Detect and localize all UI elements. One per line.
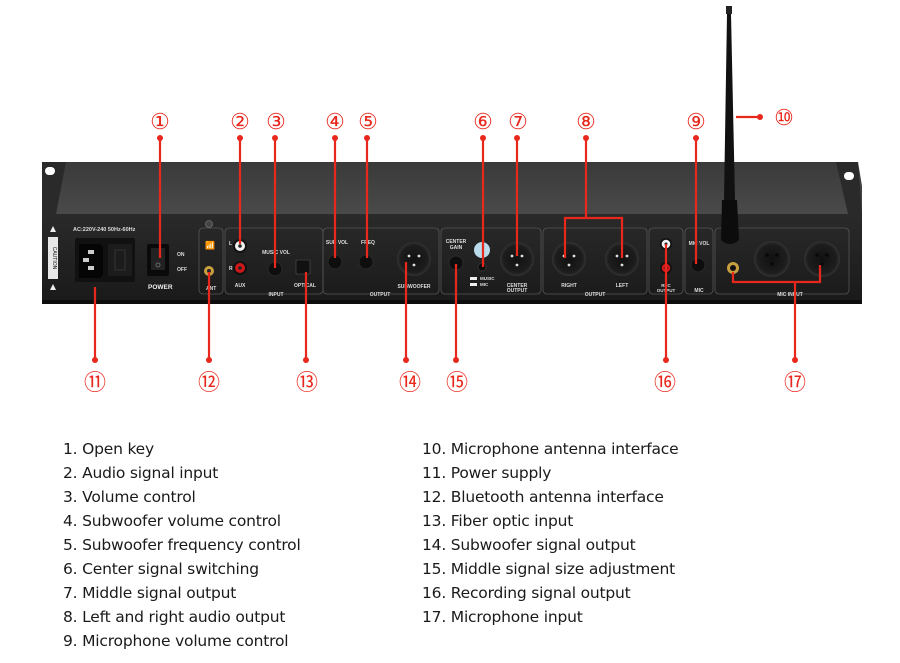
callout-6: ⑥ — [473, 109, 493, 134]
sub-vol-label: SUB VOL — [326, 240, 348, 246]
callout-7: ⑦ — [508, 109, 528, 134]
mic1-xlr — [754, 241, 790, 277]
device-diagram: CAUTION AC:220V-240 50Hz-60Hz ON OFF POW… — [42, 6, 862, 395]
subwoofer-xlr — [397, 242, 431, 276]
mic-label: MIC — [694, 288, 704, 294]
legend-item: 8. Left and right audio output — [63, 608, 286, 626]
callout-10: ⑩ — [774, 105, 794, 130]
mic-vol-section: MIC VOL MIC — [684, 227, 714, 295]
lr-output-section: RIGHT LEFT OUTPUT — [542, 227, 648, 298]
legend-item: 15. Middle signal size adjustment — [422, 560, 676, 578]
callout-17: ⑰ — [784, 370, 806, 395]
rack-ear-hole-right — [844, 172, 854, 180]
legend-item: 16. Recording signal output — [422, 584, 631, 602]
bluetooth-antenna-icon: 📶 — [205, 240, 215, 250]
right-label: RIGHT — [561, 283, 577, 289]
center-output-xlr — [500, 242, 534, 276]
right-output-xlr — [552, 242, 586, 276]
legend-left-column: 1. Open key 2. Audio signal input 3. Vol… — [63, 437, 301, 653]
callout-1: ① — [150, 109, 170, 134]
legend-item: 3. Volume control — [63, 488, 196, 506]
callout-12: ⑫ — [198, 370, 220, 395]
mic-antenna — [721, 6, 739, 244]
caution-label: CAUTION — [51, 247, 57, 270]
chassis-top — [42, 162, 862, 214]
callout-15: ⑮ — [446, 370, 468, 395]
mic-input-group-label: MIC INPUT — [777, 292, 803, 298]
legend-item: 17. Microphone input — [422, 608, 583, 626]
left-output-xlr — [605, 242, 639, 276]
legend-right-column: 10. Microphone antenna interface 11. Pow… — [422, 437, 679, 629]
aux-label: AUX — [235, 283, 246, 289]
mic-switch-label: MIC — [480, 282, 489, 287]
bluetooth-section: 📶 ANT — [198, 220, 224, 295]
legend-item: 11. Power supply — [422, 464, 552, 482]
input-l-label: L — [229, 241, 232, 247]
legend-item: 1. Open key — [63, 440, 154, 458]
mic-vol-label: MIC VOL — [689, 241, 710, 247]
power-label: POWER — [148, 284, 173, 291]
legend-item: 4. Subwoofer volume control — [63, 512, 281, 530]
input-group-label: INPUT — [269, 292, 284, 298]
ant-label: ANT — [206, 286, 216, 292]
legend-item: 12. Bluetooth antenna interface — [422, 488, 664, 506]
legend-item: 2. Audio signal input — [63, 464, 219, 482]
callout-8: ⑧ — [576, 109, 596, 134]
rack-ear-hole-left — [45, 167, 55, 175]
power-on-label: ON — [177, 252, 185, 258]
input-r-label: R — [229, 266, 233, 272]
legend-item: 9. Microphone volume control — [63, 632, 289, 650]
ac-rating-label: AC:220V-240 50Hz-60Hz — [73, 227, 136, 233]
music-switch-label: MUSIC — [480, 276, 495, 281]
subwoofer-label: SUBWOOFER — [397, 284, 430, 290]
callout-4: ④ — [325, 109, 345, 134]
rear-panel-illustration: CAUTION AC:220V-240 50Hz-60Hz ON OFF POW… — [42, 6, 862, 395]
power-off-label: OFF — [177, 267, 187, 273]
callout-2: ② — [230, 109, 250, 134]
output-group-label-2: OUTPUT — [585, 292, 606, 298]
mic-vol-knob — [690, 257, 706, 273]
legend-item: 13. Fiber optic input — [422, 512, 574, 530]
callout-lines — [93, 115, 822, 360]
callout-14: ⑭ — [399, 370, 421, 395]
svg-text:CENTER: CENTER — [507, 283, 528, 289]
legend-item: 5. Subwoofer frequency control — [63, 536, 301, 554]
legend-item: 7. Middle signal output — [63, 584, 237, 602]
svg-text:GAIN: GAIN — [450, 245, 463, 251]
svg-text:CENTER: CENTER — [446, 239, 467, 245]
svg-text:OUTPUT: OUTPUT — [507, 288, 528, 294]
mic-input-section: MIC INPUT — [714, 227, 850, 298]
legend-item: 6. Center signal switching — [63, 560, 259, 578]
callout-13: ⑬ — [296, 370, 318, 395]
callout-16: ⑯ — [654, 370, 676, 395]
mic2-xlr — [804, 241, 840, 277]
callout-3: ③ — [266, 109, 286, 134]
callout-11: ⑪ — [84, 370, 106, 395]
callout-dots — [92, 114, 798, 363]
power-section: CAUTION AC:220V-240 50Hz-60Hz ON OFF POW… — [48, 226, 187, 291]
optical-port — [295, 259, 311, 275]
output-group-label-1: OUTPUT — [370, 292, 391, 298]
legend-item: 10. Microphone antenna interface — [422, 440, 679, 458]
callout-5: ⑤ — [358, 109, 378, 134]
callout-9: ⑨ — [686, 109, 706, 134]
legend-item: 14. Subwoofer signal output — [422, 536, 636, 554]
left-label: LEFT — [616, 283, 629, 289]
